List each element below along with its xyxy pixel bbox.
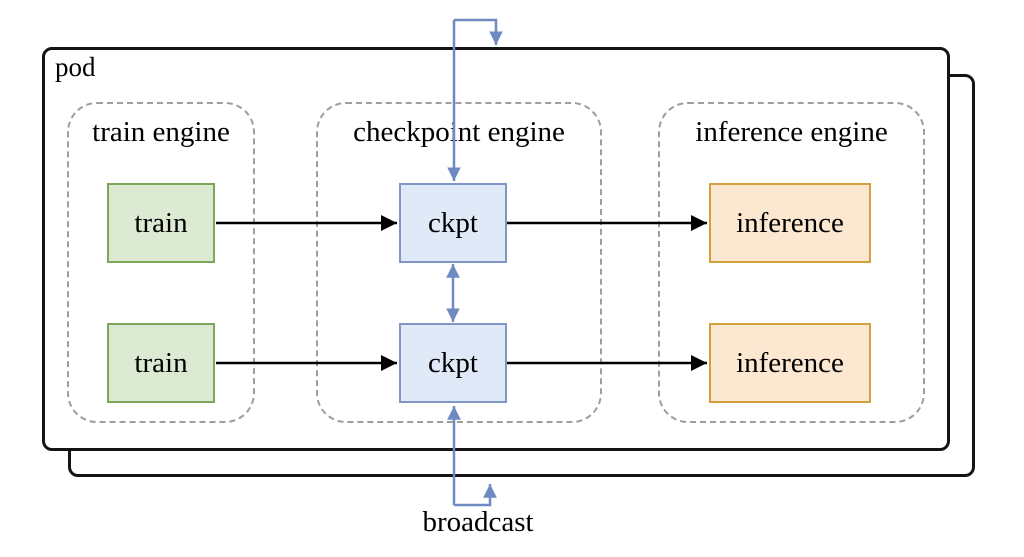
node-ckpt-2-label: ckpt: [428, 346, 478, 379]
node-inference-1-label: inference: [736, 206, 844, 239]
node-ckpt-2: ckpt: [399, 323, 507, 403]
group-checkpoint-engine: checkpoint engine: [316, 102, 602, 423]
node-inference-1: inference: [709, 183, 871, 263]
node-train-2: train: [107, 323, 215, 403]
node-train-1-label: train: [134, 206, 188, 239]
group-checkpoint-engine-label: checkpoint engine: [353, 116, 565, 148]
pod-label: pod: [55, 52, 96, 82]
arrow-broadcast-bottom-into-next-pod: [454, 484, 497, 507]
group-inference-engine-label: inference engine: [695, 116, 888, 148]
node-train-2-label: train: [134, 346, 188, 379]
group-train-engine: train engine: [67, 102, 255, 423]
node-inference-2: inference: [709, 323, 871, 403]
node-train-1: train: [107, 183, 215, 263]
node-ckpt-1-label: ckpt: [428, 206, 478, 239]
node-inference-2-label: inference: [736, 346, 844, 379]
group-train-engine-label: train engine: [92, 116, 230, 148]
node-ckpt-1: ckpt: [399, 183, 507, 263]
broadcast-label: broadcast: [422, 506, 534, 538]
group-inference-engine: inference engine: [658, 102, 925, 423]
arrow-broadcast-top-into-next-pod: [454, 18, 503, 45]
